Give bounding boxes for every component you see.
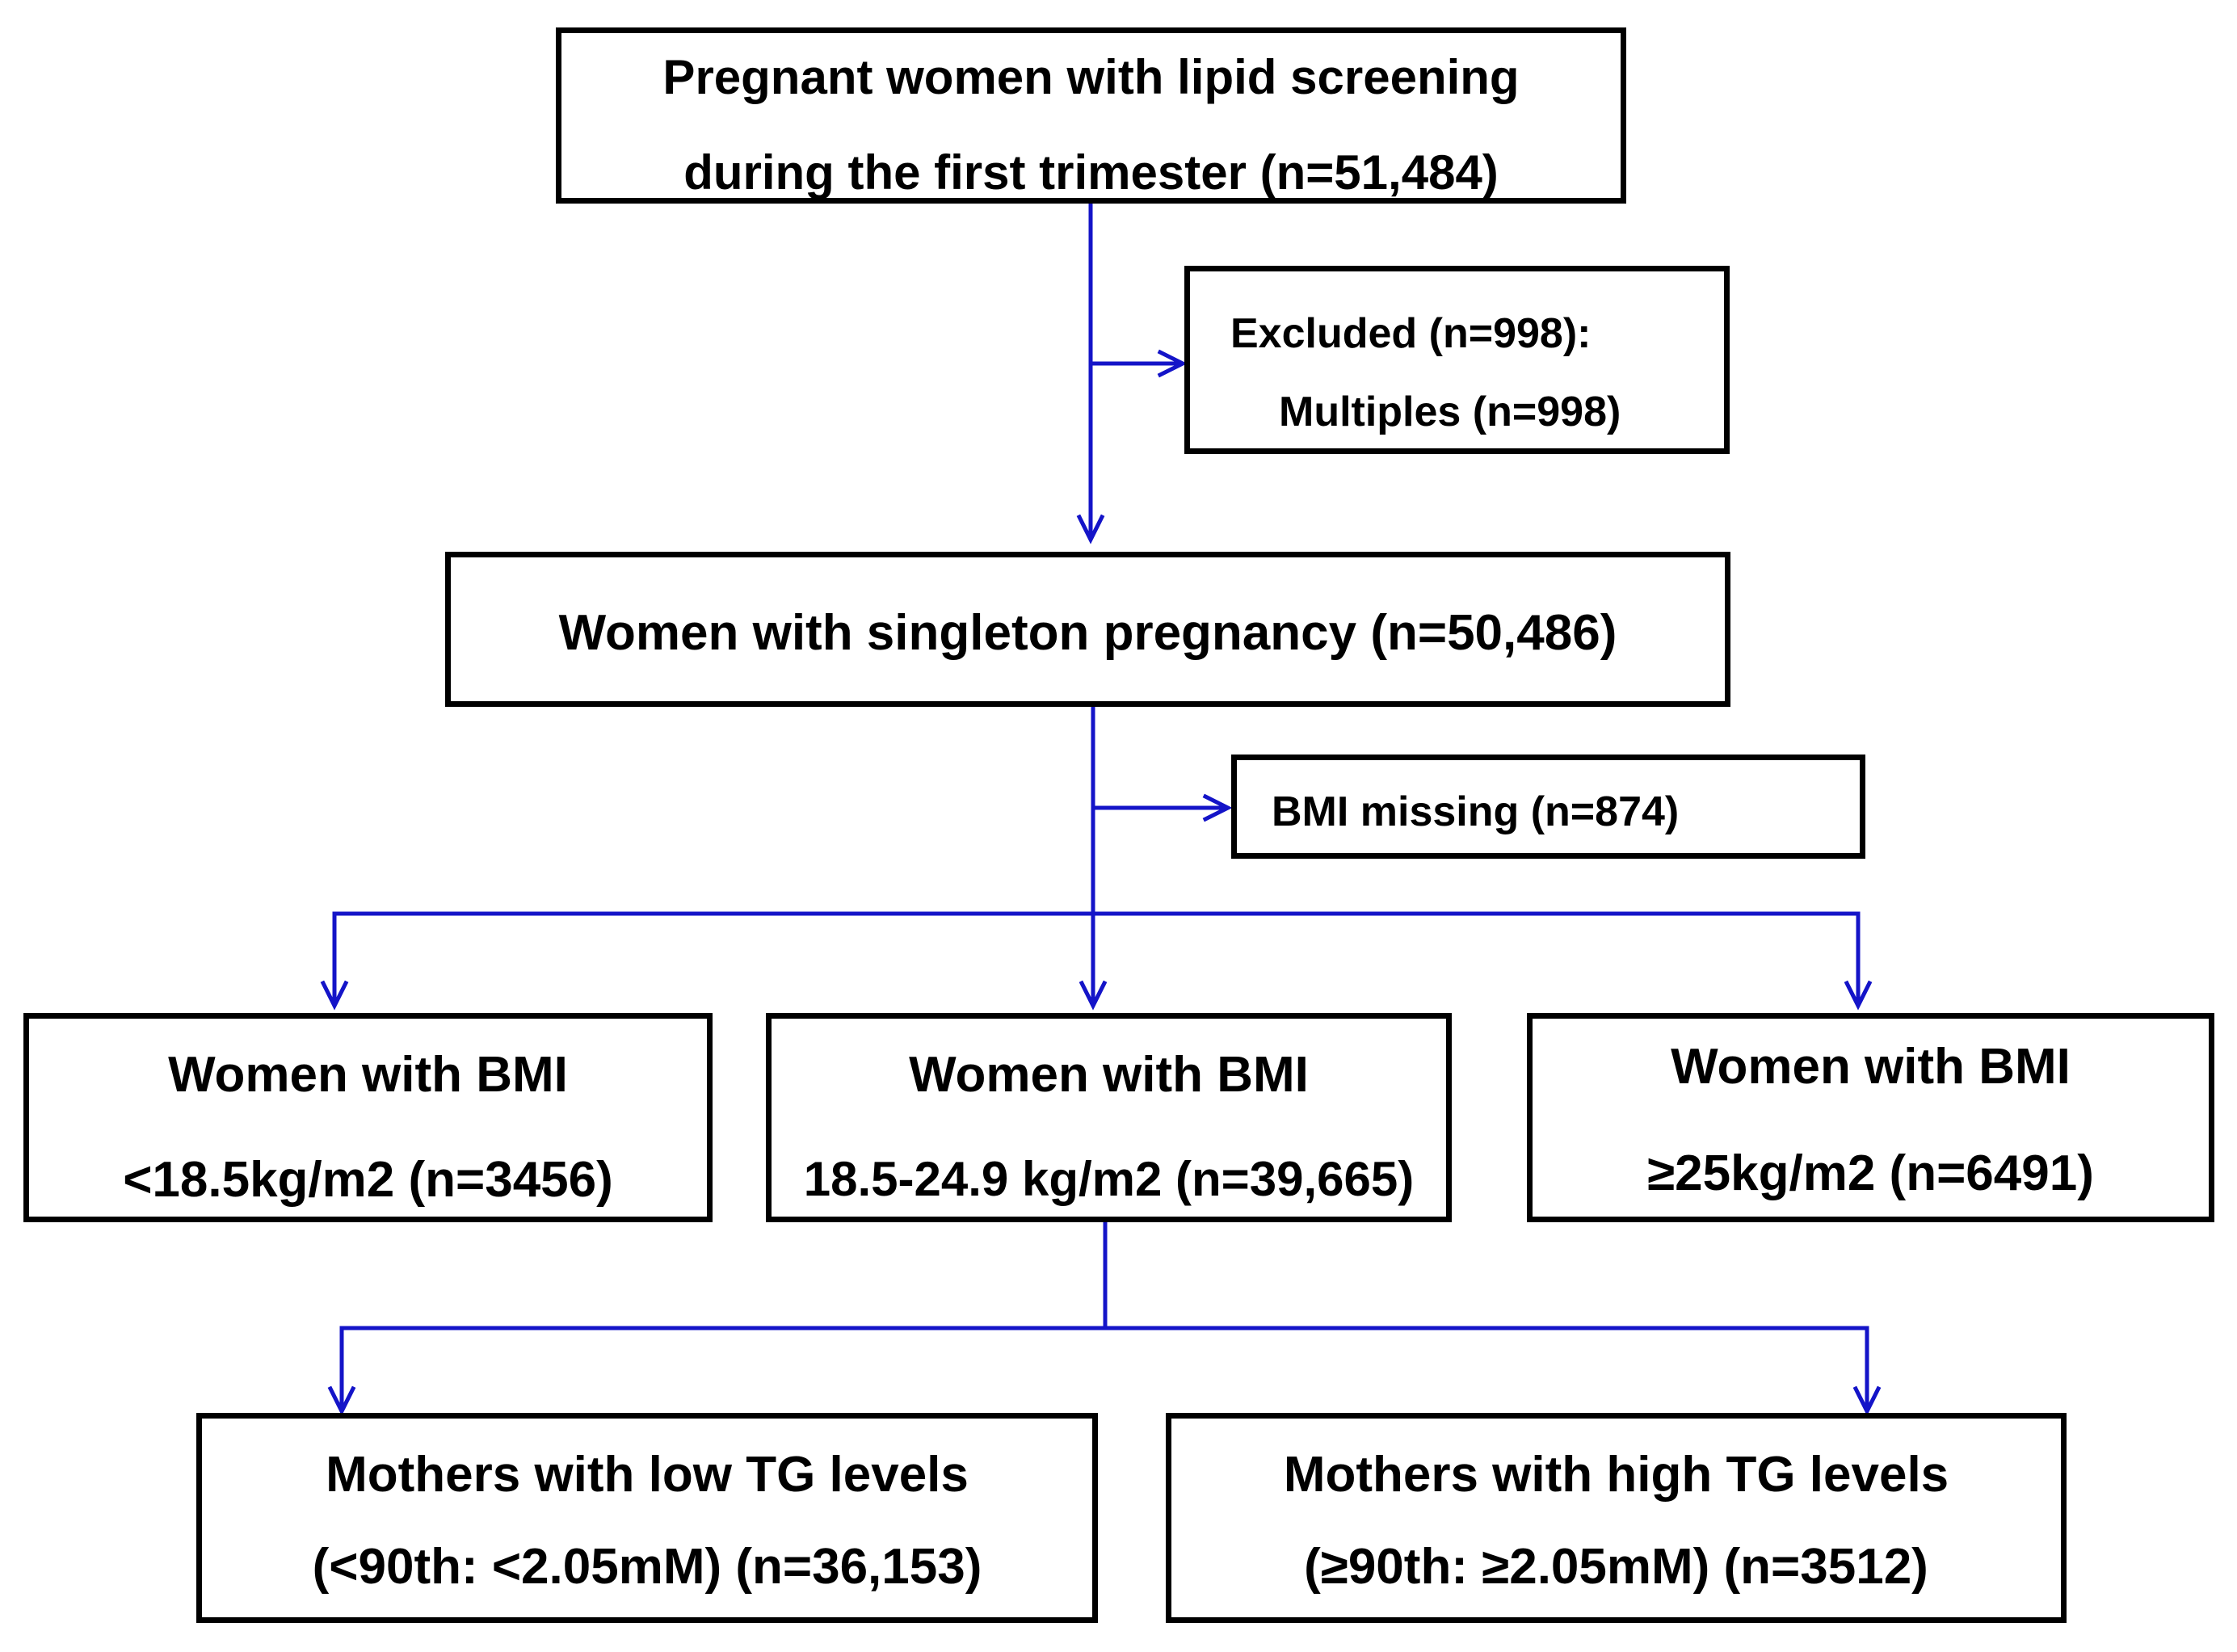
screening-box-line-1: Pregnant women with lipid screening [662, 50, 1520, 104]
arrowhead-to-bmi-missing [1202, 793, 1233, 822]
bmi-missing-box: BMI missing (n=874) [1231, 755, 1865, 859]
arrowhead-to-excluded [1157, 349, 1188, 378]
bmi-missing-box-line-1: BMI missing (n=874) [1272, 788, 1680, 835]
bmi-high-box-line-2: ≥25kg/m2 (n=6491) [1647, 1145, 2094, 1201]
bmi-normal-box-line-1: Women with BMI [909, 1047, 1309, 1103]
excluded-box: Excluded (n=998): Multiples (n=998) [1184, 266, 1730, 454]
bmi-low-box: Women with BMI <18.5kg/m2 (n=3456) [23, 1013, 713, 1222]
excluded-box-line-1: Excluded (n=998): [1230, 310, 1592, 357]
tg-high-box-line-2: (≥90th: ≥2.05mM) (n=3512) [1304, 1539, 1928, 1595]
arrowhead-screening-to-singleton [1076, 514, 1105, 544]
screening-box-line-2: during the first trimester (n=51,484) [683, 145, 1499, 200]
bmi-normal-box-line-2: 18.5-24.9 kg/m2 (n=39,665) [803, 1152, 1415, 1206]
tg-low-box: Mothers with low TG levels (<90th: <2.05… [196, 1413, 1098, 1623]
arrowhead-to-bmi-low [320, 980, 349, 1011]
arrowhead-to-tg-low [327, 1385, 356, 1416]
tg-high-box: Mothers with high TG levels (≥90th: ≥2.0… [1166, 1413, 2067, 1623]
bmi-normal-box: Women with BMI 18.5-24.9 kg/m2 (n=39,665… [766, 1013, 1452, 1222]
tg-low-box-line-2: (<90th: <2.05mM) (n=36,153) [312, 1539, 982, 1595]
tg-low-box-line-1: Mothers with low TG levels [326, 1447, 969, 1503]
bmi-low-box-line-2: <18.5kg/m2 (n=3456) [123, 1152, 613, 1208]
arrowhead-to-bmi-high [1844, 980, 1873, 1011]
bmi-high-box-line-1: Women with BMI [1671, 1039, 2071, 1095]
tg-high-box-line-1: Mothers with high TG levels [1283, 1447, 1949, 1503]
bmi-high-box: Women with BMI ≥25kg/m2 (n=6491) [1527, 1013, 2214, 1222]
excluded-box-line-2: Multiples (n=998) [1279, 389, 1621, 435]
bmi-low-box-line-1: Women with BMI [168, 1047, 568, 1103]
arrowhead-to-tg-high [1852, 1385, 1882, 1416]
singleton-box: Women with singleton pregnancy (n=50,486… [445, 552, 1730, 707]
singleton-box-line-1: Women with singleton pregnancy (n=50,486… [558, 605, 1617, 661]
arrowhead-to-bmi-normal [1079, 980, 1108, 1011]
screening-box: Pregnant women with lipid screening duri… [556, 27, 1626, 204]
